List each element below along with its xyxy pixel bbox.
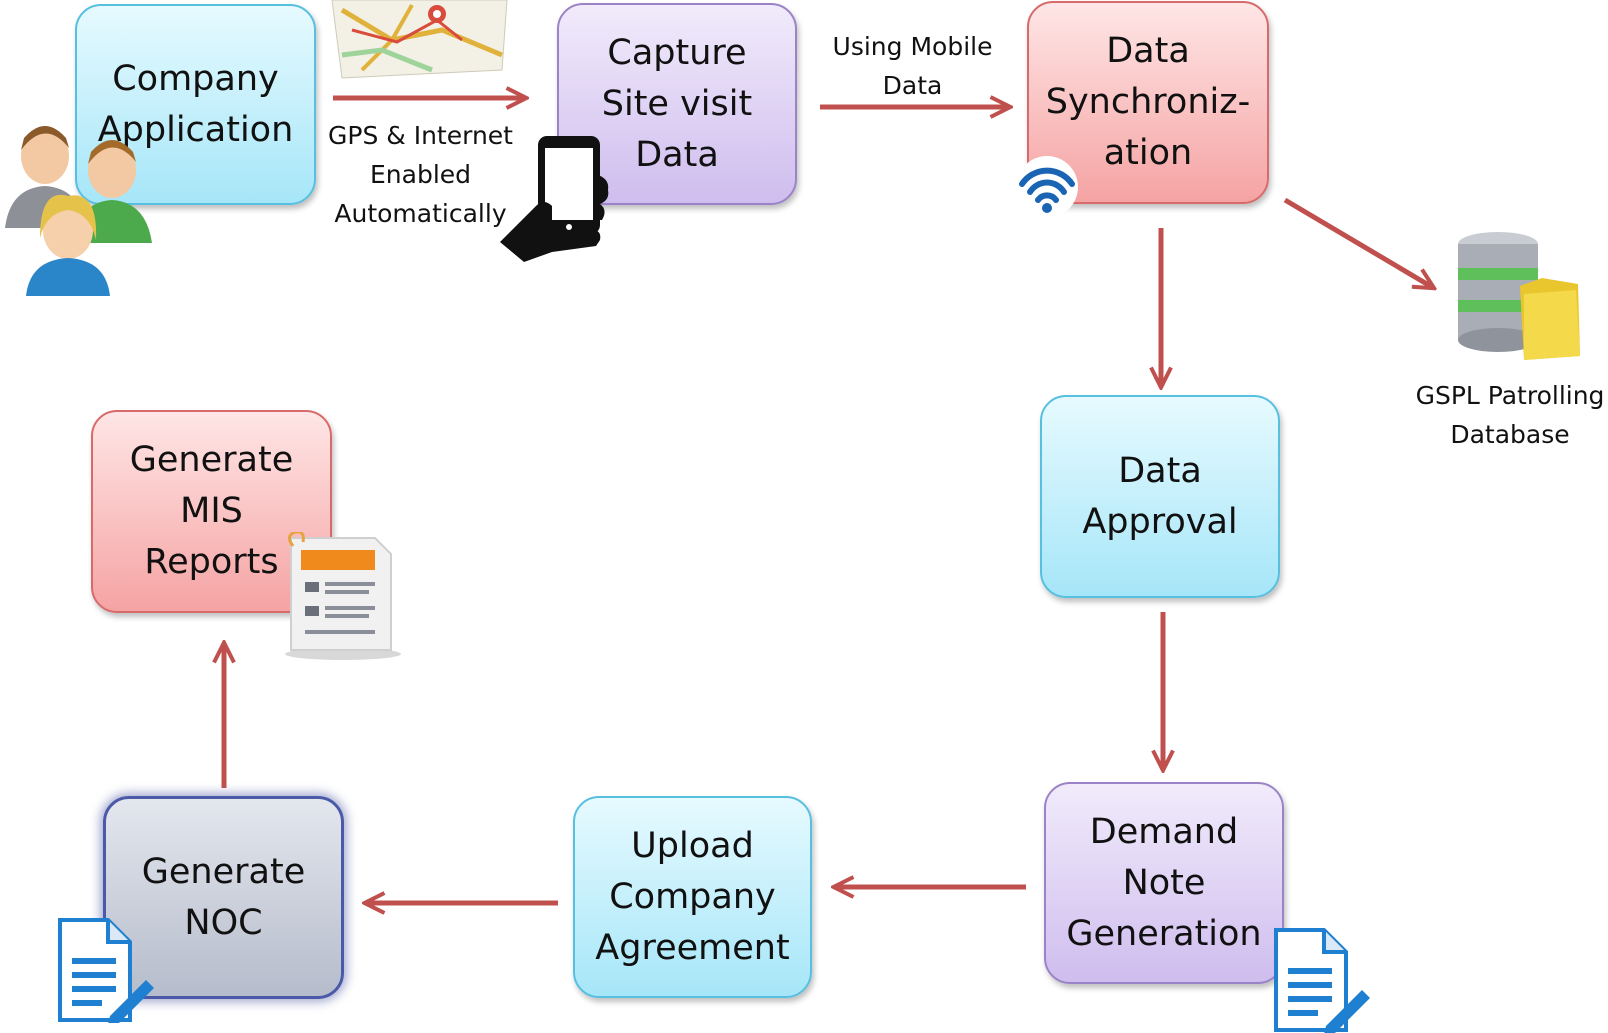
capture-site-visit-label: Capture Site visit Data — [601, 32, 753, 175]
document-edit-icon — [1274, 928, 1370, 1033]
data-approval-node: Data Approval — [1040, 395, 1280, 598]
upload-agreement-label: Upload Company Agreement — [595, 825, 790, 968]
report-icon — [285, 532, 401, 660]
map-icon — [331, 0, 508, 79]
upload-agreement-node: Upload Company Agreement — [573, 796, 812, 998]
document-edit-icon — [58, 918, 154, 1023]
database-label: GSPL Patrolling Database — [1415, 381, 1605, 449]
smartphone-hand-icon — [500, 136, 609, 262]
data-synchronization-label: Data Synchroniz- ation — [1045, 31, 1251, 173]
mobile-data-label: Using Mobile Data — [832, 32, 993, 100]
users-icon — [5, 126, 152, 296]
arrow-sync-to-database — [1283, 197, 1432, 287]
database-icon — [1458, 232, 1580, 360]
generate-mis-label: Generate MIS Reports — [129, 440, 294, 582]
generate-noc-node: Generate NOC — [103, 796, 344, 999]
demand-note-node: Demand Note Generation — [1044, 782, 1284, 984]
company-application-label: Company Application — [97, 58, 294, 150]
demand-note-label: Demand Note Generation — [1066, 811, 1262, 954]
wifi-icon — [1016, 156, 1078, 218]
data-approval-label: Data Approval — [1082, 450, 1238, 542]
generate-noc-label: Generate NOC — [141, 851, 306, 943]
gps-internet-label: GPS & Internet Enabled Automatically — [328, 121, 513, 228]
